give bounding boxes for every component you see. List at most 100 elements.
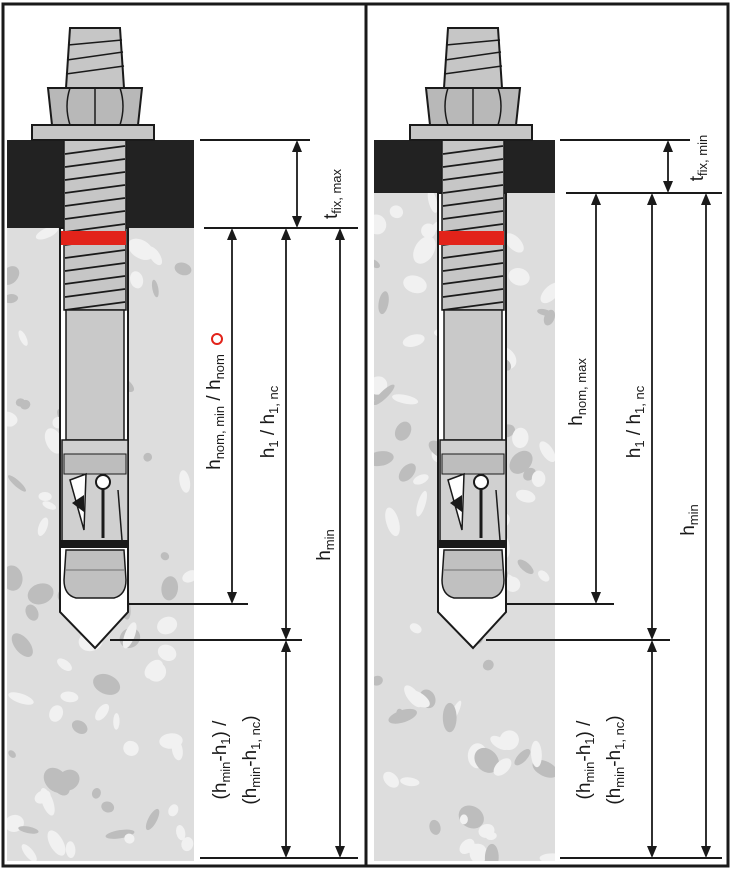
washer	[31, 124, 155, 141]
aggregate-stone	[57, 658, 72, 672]
aggregate-stone	[147, 246, 163, 266]
arrow-head	[292, 140, 302, 152]
aggregate-stone	[101, 801, 115, 813]
aggregate-stone	[531, 470, 546, 487]
thread-line	[64, 145, 126, 155]
arrow-head	[701, 846, 711, 858]
rod-end	[64, 27, 126, 89]
aggregate-stone	[427, 193, 438, 213]
arrow-head	[292, 216, 302, 228]
aggregate-stone	[504, 233, 524, 253]
h-min-label: hmin	[314, 529, 337, 561]
aggregate-stone	[493, 758, 512, 776]
aggregate-stone	[11, 633, 33, 657]
aggregate-stone	[400, 777, 420, 787]
setting-mark	[61, 231, 126, 245]
h1-label: h1 / h1, nc	[624, 385, 647, 458]
aggregate-stone	[474, 747, 499, 773]
anchor-bolt	[409, 27, 533, 650]
sleeve-band	[60, 540, 128, 548]
aggregate-stone	[123, 740, 139, 756]
aggregate-stone	[174, 262, 192, 276]
t-fix-max-label: tfix, max	[321, 168, 344, 219]
aggregate-stone	[27, 583, 54, 605]
aggregate-stone	[8, 692, 34, 705]
thread-line	[442, 223, 504, 233]
aggregate-stone	[157, 616, 178, 635]
dimension-lines	[110, 139, 358, 859]
arrow-head	[335, 228, 345, 240]
aggregate-stone	[179, 470, 191, 493]
aggregate-stone	[157, 644, 177, 662]
aggregate-stone	[509, 450, 533, 474]
aggregate-stone	[18, 330, 28, 346]
aggregate-stone	[389, 205, 404, 219]
aggregate-stone	[21, 844, 37, 861]
left-panel: tfix, max hnom, min / hnom h1 / h1, nc h…	[7, 27, 358, 861]
aggregate-stone	[462, 843, 485, 854]
aggregate-stone	[144, 659, 164, 679]
thread-line	[442, 210, 504, 220]
aggregate-stone	[49, 705, 64, 722]
aggregate-stone	[383, 771, 399, 788]
aggregate-stone	[113, 713, 120, 730]
aggregate-stone	[374, 675, 383, 686]
bolt-shank	[443, 309, 503, 441]
arrow-head	[701, 193, 711, 205]
thread-line	[64, 197, 126, 207]
arrow-head	[281, 228, 291, 240]
aggregate-stone	[539, 853, 555, 861]
aggregate-stone	[539, 441, 555, 463]
arrow-head	[281, 640, 291, 652]
arrow-head	[281, 846, 291, 858]
aggregate-stone	[405, 689, 430, 708]
aggregate-stone	[43, 767, 69, 793]
aggregate-stone	[168, 804, 179, 817]
aggregate-stone	[145, 808, 160, 831]
aggregate-stone	[181, 837, 194, 852]
right-panel: tfix, min hnom, max h1 / h1, nc hmin (hm…	[374, 27, 722, 861]
aggregate-stone	[402, 334, 425, 347]
aggregate-stone	[128, 238, 154, 260]
thread-line	[64, 301, 126, 311]
aggregate-stone	[385, 507, 400, 537]
aggregate-stone	[392, 394, 419, 405]
aggregate-stone	[530, 740, 542, 768]
thread-line	[442, 249, 504, 259]
arrow-head	[281, 628, 291, 640]
expansion-cone	[441, 549, 505, 599]
aggregate-stone	[512, 427, 529, 449]
aggregate-stone	[171, 739, 183, 761]
aggregate-stone	[416, 490, 427, 517]
aggregate-stone	[398, 463, 416, 482]
arrow-head	[647, 640, 657, 652]
washer	[409, 124, 533, 141]
aggregate-stone	[459, 814, 468, 825]
rod-end	[442, 27, 504, 89]
aggregate-stone	[7, 475, 27, 492]
arrow-head	[591, 592, 601, 604]
aggregate-stone	[44, 428, 64, 454]
aggregate-stone	[517, 559, 534, 575]
aggregate-stone	[413, 236, 436, 264]
thread-line	[442, 275, 504, 285]
sleeve-band	[438, 540, 506, 548]
aggregate-stone	[143, 452, 153, 462]
thread-line	[442, 184, 504, 194]
aggregate-stone	[71, 720, 88, 735]
remainder-label-line2: (hmin-h1, nc)	[604, 715, 627, 804]
anchor-bolt	[31, 27, 155, 650]
aggregate-stone	[124, 833, 135, 844]
aggregate-stone	[42, 501, 56, 510]
h-nom-max-label: hnom, max	[566, 358, 589, 426]
aggregate-stone	[93, 673, 121, 695]
circle-outline-icon	[211, 333, 223, 345]
h-nom-min-label: hnom, min / hnom	[204, 354, 227, 470]
remainder-label-line2: (hmin-h1, nc)	[240, 715, 263, 804]
aggregate-stone	[160, 552, 170, 561]
aggregate-stone	[514, 749, 531, 766]
dimension-lines	[486, 139, 722, 859]
aggregate-stone	[482, 659, 494, 671]
